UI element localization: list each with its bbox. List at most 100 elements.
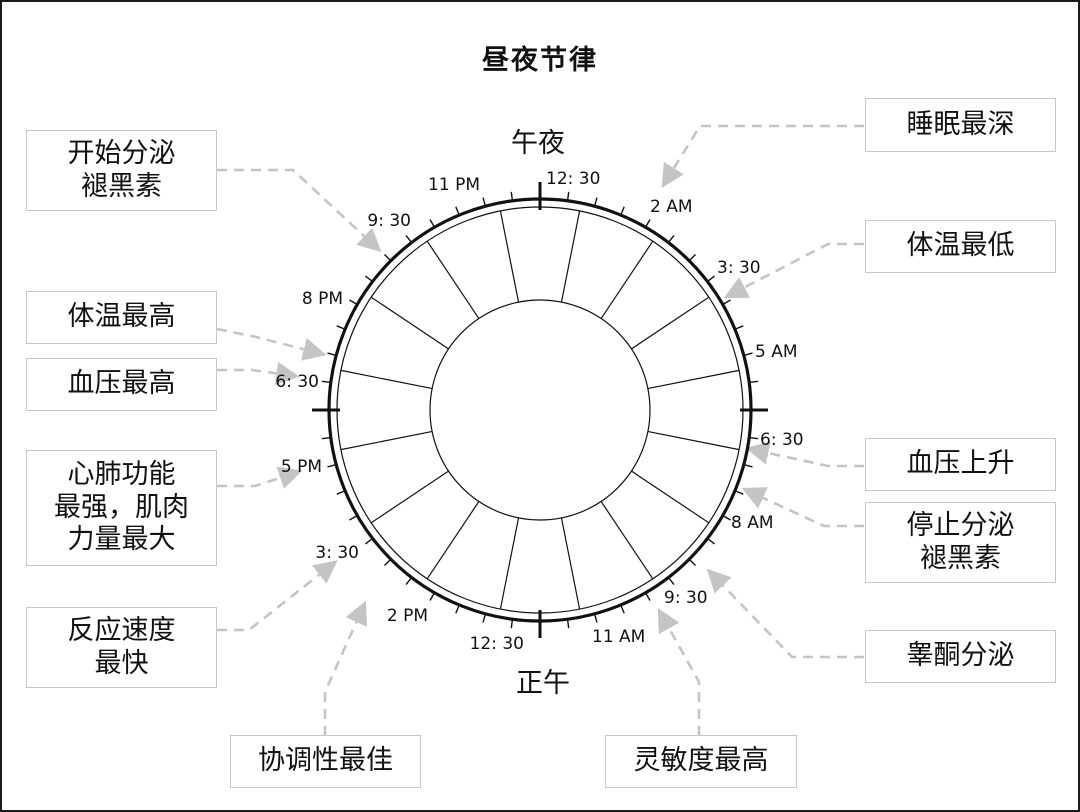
time-label-0800: 8 AM [731,513,774,533]
hour-spoke [597,240,654,324]
outer-ticks [312,182,768,638]
time-label-2130: 9: 30 [367,211,411,231]
midnight-label: 午夜 [511,128,565,159]
hour-spoke [559,210,581,309]
page-title: 昼夜节律 [482,45,598,76]
event-text: 最强，肌肉 [54,491,189,523]
hour-spoke [626,467,710,524]
connector-arrows [216,124,864,736]
ring-tick [455,206,460,216]
ring-tick [321,380,331,384]
center-circle [429,299,651,521]
ring-tick [383,253,392,262]
ring-tick [349,514,358,521]
arrow-bp-rise [745,441,864,468]
ring-tick [688,253,697,262]
event-text: 褪黑素 [920,542,1001,574]
ring-tick [482,613,487,623]
event-text: 心肺功能 [67,458,176,490]
hour-spoke [641,429,740,451]
ring-tick [566,191,570,201]
hour-spoke [340,429,439,451]
ring-tick [743,463,753,468]
hour-spoke [597,496,654,580]
hour-spoke [626,296,710,353]
hour-spoke [559,511,581,610]
time-label-0930: 9: 30 [664,588,708,608]
hour-spoke [499,210,521,309]
arrow-cardio-muscle [217,466,303,489]
time-label-0030: 12: 30 [546,169,600,189]
arrow-highest-body-temp [216,327,327,361]
event-text: 睡眠最深 [906,108,1015,140]
arrow-deepest-sleep [661,124,864,188]
ring-tick [722,299,731,306]
ring-tick [482,197,487,207]
ring-tick [365,275,374,283]
event-box-start-melatonin: 开始分泌 褪黑素 [26,130,217,211]
time-label-0500: 5 AM [755,342,798,362]
time-label-1100: 11 AM [592,627,645,647]
event-box-best-coordination: 协调性最佳 [230,735,421,788]
event-box-stop-melatonin: 停止分泌 褪黑素 [865,502,1056,583]
ring-tick [455,604,460,614]
ring-tick [644,219,651,228]
hour-spoke [370,467,454,524]
ring-tick [429,592,436,601]
ring-tick [365,537,374,545]
noon-label: 正午 [516,668,570,699]
time-label-1700: 5 PM [281,457,322,477]
ring-tick [667,576,675,585]
time-label-1830: 6: 30 [275,372,319,392]
ring-tick [321,436,331,440]
ring-tick [405,235,413,244]
ring-tick [667,235,675,244]
event-text: 褪黑素 [81,170,162,202]
ring-tick [566,619,570,629]
arrow-stop-melatonin [741,487,864,528]
ring-tick [349,299,358,306]
ring-tick [734,325,744,330]
time-label-1530: 3: 30 [315,543,359,563]
event-text: 最快 [94,647,149,679]
ring-tick [644,592,651,601]
ring-tick [743,352,753,357]
event-text: 体温最低 [906,230,1015,262]
event-text: 睾酮分泌 [906,640,1015,672]
ring-tick [336,490,346,495]
arrow-highest-bp [217,361,300,386]
ring-tick [429,219,436,228]
time-label-2000: 8 PM [302,289,343,309]
event-box-cardio-muscle: 心肺功能 最强，肌肉 力量最大 [26,450,217,566]
time-label-1230: 12: 30 [470,634,524,654]
ring-tick [510,191,514,201]
time-label-2300: 11 PM [428,175,480,195]
event-text: 血压最高 [67,368,176,400]
ring-tick [593,613,598,623]
event-box-testosterone: 睾酮分泌 [865,630,1056,683]
arrow-lowest-body-temp [723,242,864,299]
hour-spoke [426,240,483,324]
ring-tick [749,436,759,440]
event-text: 停止分泌 [906,509,1015,541]
event-box-deepest-sleep: 睡眠最深 [865,98,1056,152]
ring-tick [688,558,697,567]
time-label-0630: 6: 30 [760,430,804,450]
event-box-bp-rise: 血压上升 [865,438,1056,491]
hour-spoke [370,296,454,353]
ring-tick [620,206,625,216]
hour-spoke [641,369,740,391]
event-text: 血压上升 [906,448,1015,480]
arrow-start-melatonin [217,168,382,253]
event-text: 协调性最佳 [258,745,393,777]
hour-spoke [426,496,483,580]
ring-tick [749,380,759,384]
ring-tick [620,604,625,614]
ring-tick [383,558,392,567]
time-label-0200: 2 AM [650,197,693,217]
hour-spoke [499,511,521,610]
event-text: 灵敏度最高 [633,745,769,777]
event-box-fastest-reaction: 反应速度 最快 [26,607,217,688]
